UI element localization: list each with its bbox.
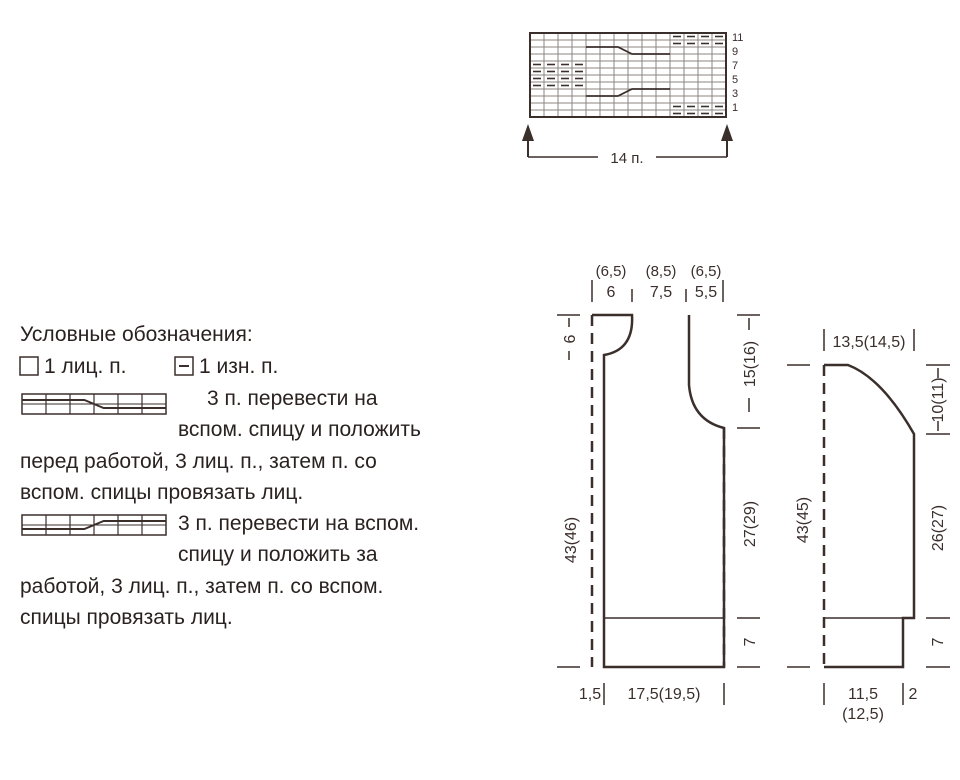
sleeve-cuff-offset: 2 xyxy=(909,686,918,703)
row-number: 3 xyxy=(732,88,738,100)
front-outline xyxy=(592,313,726,669)
legend-cable-back-line-1: 3 п. перевести на вспом. xyxy=(178,512,420,535)
chart-frame xyxy=(529,32,727,118)
front-total-length: 43(46) xyxy=(563,517,580,563)
row-number: 7 xyxy=(732,60,738,72)
sleeve-cuff-width: 11,5 xyxy=(848,686,878,703)
front-armhole-height: 15(16) xyxy=(742,341,759,387)
cable-front-symbol-icon xyxy=(21,393,167,415)
cable-cross-mark xyxy=(586,88,670,97)
sleeve-outline xyxy=(824,363,916,669)
cable-cross-mark xyxy=(586,46,670,55)
arrow-up-left-icon xyxy=(522,124,534,141)
stitch-count-label: 14 п. xyxy=(610,150,643,167)
sleeve-cuff-width-alt: (12,5) xyxy=(842,706,884,723)
row-number: 9 xyxy=(732,46,738,58)
row-number: 11 xyxy=(732,32,743,44)
sleeve-piece: 13,5(14,5) 10(11) 26(27) 7 43(45) 11,5 (… xyxy=(787,329,950,723)
legend-cable-back-line-2: спицу и положить за xyxy=(178,543,378,566)
front-shoulder-width-alt: (8,5) xyxy=(646,263,677,280)
legend-cable-front-line-4: вспом. спицы провязать лиц. xyxy=(20,481,304,504)
row-number: 1 xyxy=(732,102,738,114)
legend-cable-back-line-3: работой, 3 лиц. п., затем п. со вспом. xyxy=(20,575,384,598)
front-shoulder-width: 7,5 xyxy=(650,284,672,301)
legend-purl-label: 1 изн. п. xyxy=(199,355,279,378)
sleeve-cuff-height: 7 xyxy=(930,637,947,646)
front-neck-width: 6 xyxy=(607,284,616,301)
front-piece: (6,5) 6 (8,5) 7,5 (6,5) 5,5 6 15(16) 27(… xyxy=(557,263,760,705)
front-neck-width-alt: (6,5) xyxy=(596,263,627,280)
legend-cable-front-line-1: 3 п. перевести на xyxy=(207,387,378,410)
sleeve-top-width: 13,5(14,5) xyxy=(833,334,906,351)
front-hem-left: 1,5 xyxy=(579,686,601,703)
front-armhole-width: 5,5 xyxy=(695,284,717,301)
legend-cable-front-line-2: вспом. спицу и положить xyxy=(178,418,421,441)
sleeve-cap-height: 10(11) xyxy=(930,377,947,422)
legend-symbols xyxy=(19,356,194,536)
legend-title: Условные обозначения: xyxy=(20,323,253,346)
sleeve-total-length: 43(45) xyxy=(795,497,812,543)
arrow-up-right-icon xyxy=(721,124,733,141)
legend-cable-front-line-3: перед работой, 3 лиц. п., затем п. со xyxy=(20,450,377,473)
chart-purl-marks xyxy=(533,35,723,115)
front-hem-width: 17,5(19,5) xyxy=(628,686,701,703)
cable-chart: 11 9 7 5 3 1 14 п. xyxy=(522,32,743,167)
front-armhole-width-alt: (6,5) xyxy=(691,263,722,280)
front-side-length: 27(29) xyxy=(742,501,759,547)
chart-grid xyxy=(530,33,726,117)
cable-back-symbol-icon xyxy=(21,514,167,536)
chart-cable-marks xyxy=(586,46,670,97)
front-rib-height: 7 xyxy=(742,637,759,646)
sleeve-length: 26(27) xyxy=(930,505,947,551)
front-neck-depth: 6 xyxy=(562,334,579,343)
legend-knit-label: 1 лиц. п. xyxy=(44,355,127,378)
chart-row-numbers: 11 9 7 5 3 1 xyxy=(732,32,743,114)
stitch-count-arrow: 14 п. xyxy=(522,124,733,167)
legend-cable-back-line-4: спицы провязать лиц. xyxy=(20,606,233,629)
knit-symbol-icon xyxy=(19,356,39,376)
row-number: 5 xyxy=(732,74,738,86)
